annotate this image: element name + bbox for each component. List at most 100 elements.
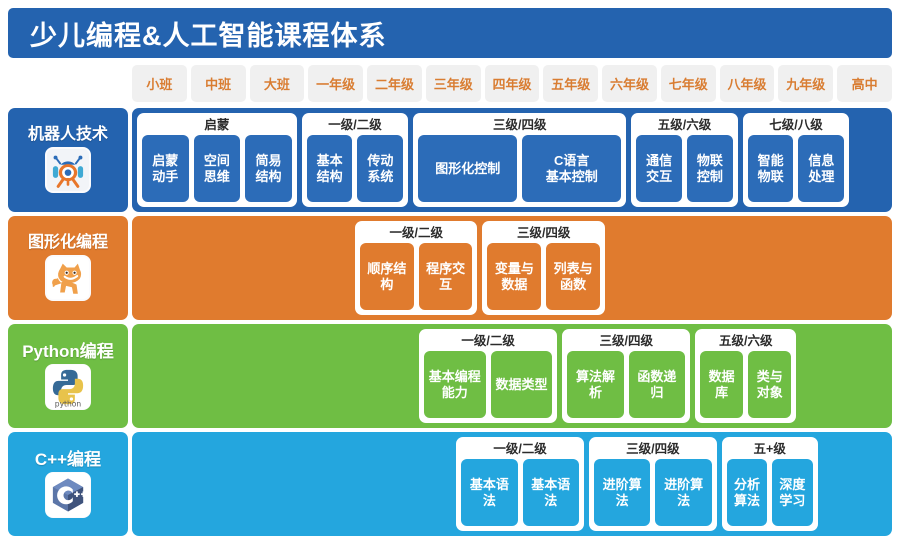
track-row: 图形化编程 一级/二级顺序结构程序交互三级/四级变量与数据列表与函数 [8,216,892,320]
course-chip[interactable]: 传动 系统 [357,135,404,202]
track-rows: 机器人技术 启蒙启蒙 动手空间 思维简易 结构一级/二级基本 结构传动 系统三级… [8,106,892,536]
page-title: 少儿编程&人工智能课程体系 [30,20,387,51]
course-chip[interactable]: 智能 物联 [747,135,794,202]
level-chip-list: 基本编程能力数据类型 [423,351,553,418]
course-chip[interactable]: 基本编程能力 [423,351,486,418]
level-group: 一级/二级基本语法基本语法 [456,437,584,531]
level-group: 五+级分析 算法深度 学习 [721,437,818,531]
level-group-title: 一级/二级 [389,226,443,240]
robot-icon [45,147,91,193]
level-chip-list: 顺序结构程序交互 [360,243,473,310]
grade-chip[interactable]: 一年级 [308,65,364,102]
level-group: 三级/四级变量与数据列表与函数 [482,221,605,315]
course-chip[interactable]: 类与 对象 [748,351,792,418]
level-chip-list: 通信 交互物联 控制 [636,135,733,202]
track-row: Python编程 python 一级/二级基本编程能力数据类型三级/四级算法解析… [8,324,892,428]
level-chip-list: 启蒙 动手空间 思维简易 结构 [142,135,292,202]
level-group-title: 三级/四级 [492,118,547,132]
level-group: 三级/四级算法解析函数递归 [562,329,691,423]
grade-chip[interactable]: 高中 [837,65,892,102]
track-name: C++编程 [34,449,102,469]
course-chip[interactable]: 启蒙 动手 [142,135,189,202]
grade-chip[interactable]: 七年级 [660,65,716,102]
track-body: 一级/二级基本编程能力数据类型三级/四级算法解析函数递归五级/六级数据库类与 对… [132,324,892,428]
level-chip-list: 算法解析函数递归 [567,351,686,418]
track-row: 机器人技术 启蒙启蒙 动手空间 思维简易 结构一级/二级基本 结构传动 系统三级… [8,108,892,212]
course-chip[interactable]: 物联 控制 [686,135,733,202]
level-group-title: 五级/六级 [657,118,712,132]
track-name: Python编程 [22,341,114,361]
level-group: 一级/二级顺序结构程序交互 [355,221,478,315]
level-group: 一级/二级基本 结构传动 系统 [301,113,409,207]
level-group-title: 三级/四级 [599,334,653,348]
grade-strip-spacer [8,62,128,106]
level-group: 五级/六级通信 交互物联 控制 [631,113,738,207]
track-name: 机器人技术 [27,126,108,143]
track-body: 启蒙启蒙 动手空间 思维简易 结构一级/二级基本 结构传动 系统三级/四级图形化… [132,108,892,212]
grade-chip[interactable]: 四年级 [484,65,540,102]
grade-chip[interactable]: 二年级 [367,65,422,102]
page-title-bar: 少儿编程&人工智能课程体系 [8,8,892,58]
scratch-cat-icon [45,255,91,301]
level-group-title: 七级/八级 [769,118,823,132]
track-name: 图形化编程 [27,234,108,251]
track-body: 一级/二级基本语法基本语法三级/四级进阶算法进阶算法五+级分析 算法深度 学习 [132,432,892,536]
level-group: 启蒙启蒙 动手空间 思维简易 结构 [137,113,297,207]
level-group-title: 五级/六级 [718,334,773,348]
course-chip[interactable]: 图形化控制 [418,135,518,202]
course-chip[interactable]: 信息 处理 [798,135,845,202]
course-chip[interactable]: 基本语法 [461,459,518,526]
course-chip[interactable]: 程序交互 [418,243,473,310]
level-group-title: 三级/四级 [626,442,680,456]
track-label-robot[interactable]: 机器人技术 [8,108,128,212]
course-chip[interactable]: 进阶算法 [655,459,712,526]
level-group: 一级/二级基本编程能力数据类型 [418,329,558,423]
grade-chip[interactable]: 三年级 [425,65,481,102]
grade-chip[interactable]: 大班 [249,65,305,102]
grade-chip[interactable]: 八年级 [719,65,775,102]
course-chip[interactable]: 深度 学习 [772,459,813,526]
level-group-title: 启蒙 [204,118,230,132]
level-chip-list: 数据库类与 对象 [700,351,792,418]
course-chip[interactable]: C语言 基本控制 [522,135,622,202]
level-chip-list: 变量与数据列表与函数 [487,243,600,310]
track-body: 一级/二级顺序结构程序交互三级/四级变量与数据列表与函数 [132,216,892,320]
level-chip-list: 基本 结构传动 系统 [306,135,404,202]
course-chip[interactable]: 分析 算法 [726,459,768,526]
course-chip[interactable]: 列表与函数 [546,243,600,310]
grade-list: 小班中班大班一年级二年级三年级四年级五年级六年级七年级八年级九年级高中 [128,62,892,106]
level-chip-list: 基本语法基本语法 [461,459,579,526]
level-chip-list: 分析 算法深度 学习 [726,459,813,526]
course-chip[interactable]: 基本 结构 [306,135,353,202]
course-chip[interactable]: 空间 思维 [193,135,241,202]
grade-chip[interactable]: 小班 [132,65,187,102]
grade-strip: 小班中班大班一年级二年级三年级四年级五年级六年级七年级八年级九年级高中 [8,62,892,106]
python-icon: python [45,363,91,410]
course-chip[interactable]: 通信 交互 [636,135,682,202]
cpp-icon [45,471,91,518]
svg-text:python: python [55,399,82,408]
course-chip[interactable]: 顺序结构 [360,243,414,310]
course-chip[interactable]: 函数递归 [628,351,686,418]
grade-chip[interactable]: 六年级 [602,65,657,102]
course-chip[interactable]: 进阶算法 [593,459,651,526]
course-chip[interactable]: 算法解析 [567,351,624,418]
grade-chip[interactable]: 中班 [190,65,246,102]
level-group-title: 三级/四级 [516,226,571,240]
course-chip[interactable]: 简易 结构 [245,135,292,202]
course-chip[interactable]: 数据类型 [490,351,553,418]
course-chip[interactable]: 基本语法 [522,459,579,526]
level-chip-list: 进阶算法进阶算法 [593,459,712,526]
track-row: C++编程 一级/二级基本语法基本语法三级/四级进阶算法进阶算法五+级分析 算法… [8,432,892,536]
track-label-scratch-cat[interactable]: 图形化编程 [8,216,128,320]
grade-chip[interactable]: 五年级 [543,65,599,102]
track-label-python[interactable]: Python编程 python [8,324,128,428]
level-group-title: 五+级 [753,442,786,456]
grade-chip[interactable]: 九年级 [778,65,834,102]
level-group-title: 一级/二级 [328,118,382,132]
course-chip[interactable]: 数据库 [700,351,744,418]
track-label-cpp[interactable]: C++编程 [8,432,128,536]
course-chip[interactable]: 变量与数据 [487,243,542,310]
